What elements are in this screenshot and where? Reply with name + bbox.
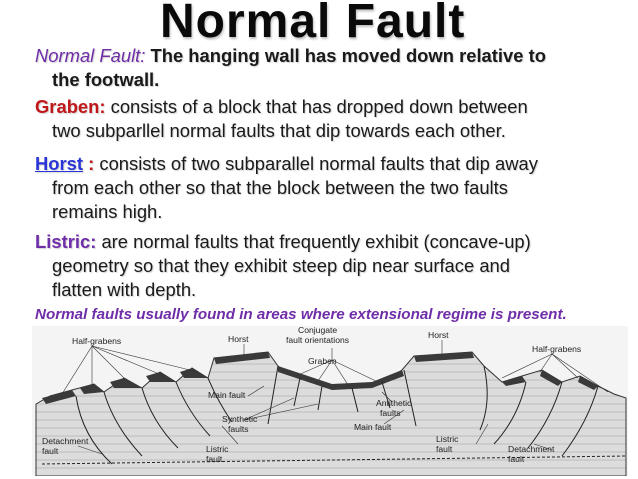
horst-cap [214,352,270,364]
strata-block [146,372,176,382]
horst-line-1: Horst : consists of two subparallel norm… [35,152,627,176]
strata-block [80,384,104,394]
horst-cap [414,352,474,362]
normal-fault-text-1: The hanging wall has moved down relative… [145,45,546,66]
normal-fault-line-1: Normal Fault: The hanging wall has moved… [35,44,627,68]
label-synthetic-2: faults [228,424,249,434]
label-detachment-left-2: fault [42,446,59,456]
graben-line-1: Graben: consists of a block that has dro… [35,95,627,119]
label-horst-left: Horst [228,334,249,344]
slide-title: Normal Fault [160,0,466,48]
leader-lines [61,340,609,455]
listric-line-1: Listric: are normal faults that frequent… [35,230,627,254]
label-half-grabens-right: Half-grabens [532,344,581,354]
strata-block [502,376,526,386]
label-listric-left-2: fault [206,454,223,464]
footer-note: Normal faults usually found in areas whe… [35,306,567,323]
normal-fault-term: Normal Fault: [35,45,146,66]
label-main-fault-left: Main fault [208,390,246,400]
label-conjugate-2: fault orientations [286,335,349,345]
label-detachment-left-1: Detachment [42,436,89,446]
listric-text-3: flatten with depth. [52,279,197,300]
label-half-grabens-left: Half-grabens [72,336,121,346]
fault-lines [41,365,627,465]
strata-block [180,368,208,378]
listric-text-1: are normal faults that frequently exhibi… [96,231,531,252]
normal-fault-definition: Normal Fault: The hanging wall has moved… [35,44,627,92]
strata-block [578,376,598,390]
fault-diagram: Half-grabens Half-grabens Horst Horst Co… [32,326,628,476]
horst-term: Horst [35,153,84,174]
label-synthetic-1: Synthetic [222,414,258,424]
label-main-fault-right: Main fault [354,422,392,432]
normal-fault-text-2: the footwall. [52,69,160,90]
horst-text-3: remains high. [52,201,163,222]
label-graben: Graben [308,356,337,366]
listric-text-2: geometry so that they exhibit steep dip … [52,255,510,276]
label-detachment-right-2: fault [508,454,525,464]
listric-term: Listric: [35,231,97,252]
graben-strata [278,366,404,390]
graben-term: Graben: [35,96,106,117]
horst-text-1: consists of two subparallel normal fault… [94,153,538,174]
label-antithetic-2: faults [380,408,401,418]
graben-text-2: two subparllel normal faults that dip to… [52,120,506,141]
strata-block [42,390,76,404]
label-conjugate-1: Conjugate [298,326,337,335]
label-listric-right-2: fault [436,444,453,454]
label-horst-right: Horst [428,330,449,340]
listric-definition: Listric: are normal faults that frequent… [35,230,627,302]
strata-block [110,378,142,388]
horst-separator: : [83,153,95,174]
graben-text-1: consists of a block that has dropped dow… [105,96,528,117]
strata-block [540,370,562,386]
label-antithetic-1: Antithetic [376,398,412,408]
graben-definition: Graben: consists of a block that has dro… [35,95,627,143]
horst-text-2: from each other so that the block betwee… [52,177,508,198]
label-listric-left-1: Listric [206,444,229,454]
label-listric-right-1: Listric [436,434,459,444]
label-detachment-right-1: Detachment [508,444,555,454]
horst-definition: Horst : consists of two subparallel norm… [35,152,627,224]
